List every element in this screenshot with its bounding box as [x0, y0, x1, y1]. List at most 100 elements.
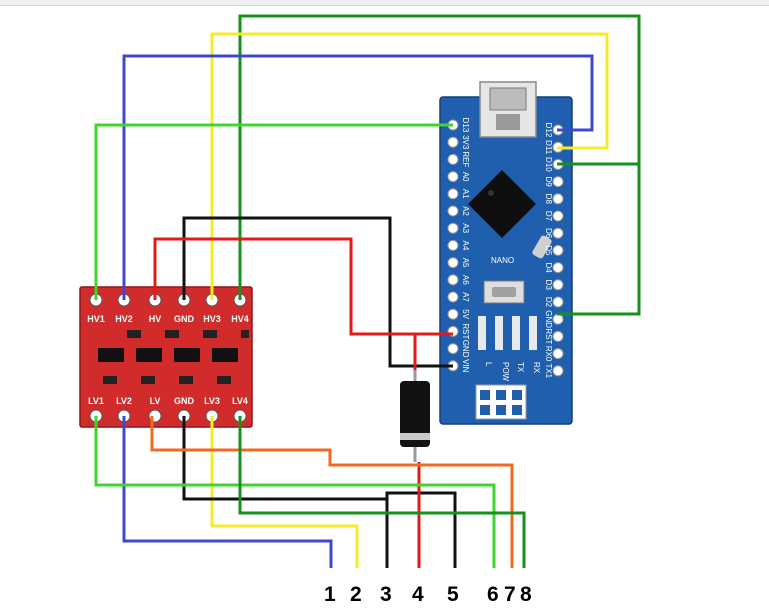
status-leds [478, 316, 537, 350]
pin-number-8: 8 [520, 583, 532, 606]
hv-pin-label: GND [174, 314, 195, 324]
lv-pin-label: GND [174, 396, 195, 406]
resistors [103, 330, 249, 384]
nano-right-pin-label: D9 [544, 176, 553, 187]
nano-right-pin-hole [552, 313, 564, 325]
wire-hv1-to-d13 [94, 123, 453, 300]
nano-right-pin-label: D12 [544, 123, 553, 138]
nano-board-name: NANO [491, 256, 514, 265]
wire-hv4-to-d10 [238, 14, 641, 316]
lv-pin-label: LV [150, 396, 161, 406]
diode [400, 370, 430, 462]
wire-hv-gnd-to-nano-gnd [182, 216, 453, 368]
nano-left-pin-label: 3V3 [461, 135, 470, 150]
nano-right-pin-label: D3 [544, 280, 553, 291]
nano-left-pin-label: REF [461, 151, 470, 167]
hv-pin-label: HV1 [87, 314, 105, 324]
nano-right-pin-hole [552, 348, 564, 360]
nano-left-pin-hole [447, 205, 459, 217]
wire-hv3-to-d11 [210, 32, 609, 300]
pin-number-6: 6 [487, 583, 499, 606]
led-label-rx: RX [532, 362, 541, 374]
nano-right-pin-hole [552, 296, 564, 308]
mosfets [98, 348, 238, 362]
nano-left-pin-label: A0 [461, 172, 470, 182]
wire-hv-to-5v [153, 237, 453, 336]
nano-left-pin-label: A1 [461, 189, 470, 199]
nano-right-pin-label: D8 [544, 194, 553, 205]
lv-pin-label: LV3 [204, 396, 220, 406]
lv-pin-label: LV1 [88, 396, 104, 406]
nano-right-pin-label: RX0 [544, 346, 553, 362]
nano-left-pin-hole [447, 222, 459, 234]
nano-right-pin-hole [552, 227, 564, 239]
wire-lv4-to-pin-8 [238, 416, 526, 568]
reset-button[interactable] [483, 280, 525, 304]
nano-left-pin-hole [447, 291, 459, 303]
hv-pin-label: HV3 [203, 314, 221, 324]
connector-pin-numbers: 1 2 3 4 5 6 7 8 [324, 583, 532, 606]
nano-right-pin-label: TX1 [544, 363, 553, 378]
nano-left-pin-hole [447, 188, 459, 200]
nano-left-pin-label: GND [461, 340, 470, 358]
nano-left-pin-hole [447, 274, 459, 286]
wire-hv2-to-d12 [122, 54, 594, 300]
nano-right-pin-hole [552, 330, 564, 342]
pin-number-2: 2 [350, 583, 362, 606]
nano-left-pin-label: VIN [461, 359, 470, 373]
window-top-edge [0, 0, 769, 6]
nano-right-pin-label: D6 [544, 228, 553, 239]
nano-left-pin-label: A3 [461, 223, 470, 233]
nano-right-pin-label: D4 [544, 262, 553, 273]
nano-left-pin-label: A2 [461, 206, 470, 216]
nano-left-pin-label: A5 [461, 258, 470, 268]
wire-lv3-to-pin-2 [210, 416, 359, 568]
nano-right-pin-label: RST [544, 328, 553, 344]
hv-pin-label: HV4 [231, 314, 249, 324]
nano-left-pin-hole [447, 257, 459, 269]
level-shifter-board: HV1 HV2 HV GND HV3 HV4 LV1 LV2 LV GND LV3 LV4 [79, 286, 253, 428]
nano-right-pin-hole [552, 210, 564, 222]
lv-pin-label: LV4 [232, 396, 248, 406]
pin-number-4: 4 [412, 583, 424, 606]
led-label-pow: POW [501, 362, 510, 382]
nano-left-pin-label: 5V [461, 309, 470, 319]
nano-right-pin-label: GND [544, 310, 553, 328]
nano-left-pin-hole [447, 239, 459, 251]
nano-right-pin-label: D2 [544, 297, 553, 308]
hv-pin-label: HV2 [115, 314, 133, 324]
pin-number-3: 3 [380, 583, 392, 606]
nano-left-pin-hole [447, 136, 459, 148]
nano-right-pin-hole [552, 279, 564, 291]
nano-left-pin-hole [447, 153, 459, 165]
pin-number-1: 1 [324, 583, 336, 606]
wires [94, 14, 641, 568]
lv-pin-row: LV1 LV2 LV GND LV3 LV4 [88, 396, 248, 423]
lv-pin-label: LV2 [116, 396, 132, 406]
pin-number-7: 7 [504, 583, 516, 606]
nano-right-pin-hole [552, 262, 564, 274]
nano-right-pin-hole [552, 244, 564, 256]
nano-left-pin-hole [447, 308, 459, 320]
nano-left-pin-label: A7 [461, 292, 470, 302]
nano-left-pin-hole [447, 343, 459, 355]
nano-right-pin-hole [552, 193, 564, 205]
pin-number-5: 5 [447, 583, 459, 606]
led-label-l: L [484, 362, 493, 367]
nano-right-pin-hole [552, 176, 564, 188]
nano-right-pin-label: D5 [544, 245, 553, 256]
wire-lv-to-pin-7 [150, 416, 514, 568]
led-label-tx: TX [516, 362, 525, 373]
wire-lv1-to-pin-6 [94, 416, 496, 568]
nano-left-pin-label: A4 [461, 241, 470, 251]
nano-left-pin-label: RST [461, 323, 470, 339]
hv-pin-label: HV [149, 314, 162, 324]
nano-right-pin-label: D7 [544, 211, 553, 222]
nano-left-pin-label: D13 [461, 118, 470, 133]
wire-lv2-to-pin-1 [122, 416, 333, 568]
wire-gnd-to-pin-5 [385, 491, 457, 568]
nano-right-pin-hole [552, 365, 564, 377]
